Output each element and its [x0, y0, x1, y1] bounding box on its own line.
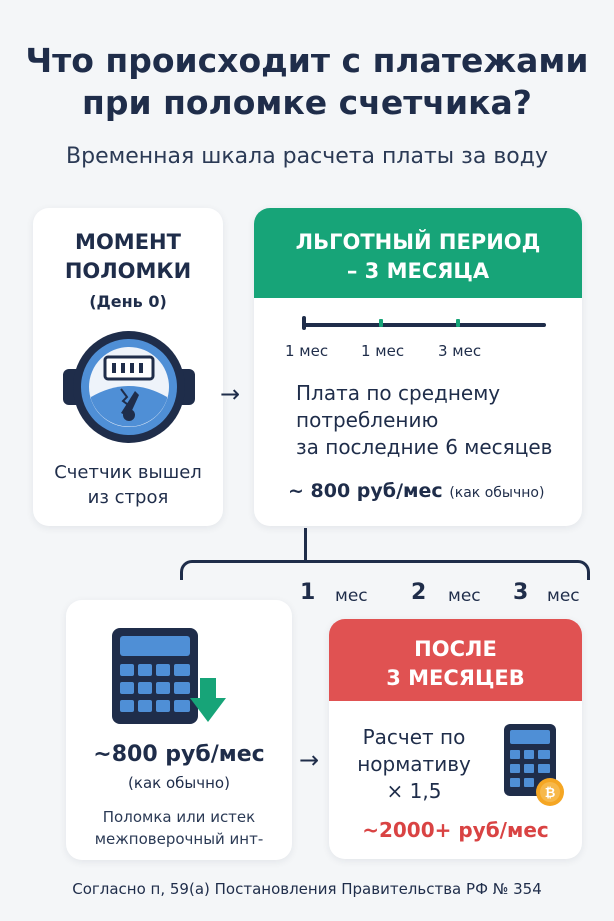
month-unit: мес — [448, 586, 481, 606]
month-number: 3 — [513, 580, 529, 605]
footer-legal-reference: Согласно п, 59(а) Постановления Правител… — [72, 880, 542, 898]
month-bracket — [180, 560, 590, 580]
breakdown-description: Счетчик вышел из строя — [54, 462, 202, 508]
timeline-label: 1 мес — [285, 342, 329, 360]
arrow-right-icon: → — [299, 746, 320, 774]
timeline-tick — [379, 319, 383, 327]
month-unit: мес — [335, 586, 368, 606]
timeline-tick — [456, 319, 460, 327]
average-payment-description: Поломка или истек межповерочный инт- — [94, 808, 264, 848]
average-payment-price: ~800 руб/мес — [93, 742, 265, 767]
timeline-start-tick — [302, 316, 306, 330]
water-meter-icon — [59, 327, 199, 451]
after-period-title: ПОСЛЕ 3 МЕСЯЦЕВ — [386, 637, 525, 690]
breakdown-title: МОМЕНТ ПОЛОМКИ — [64, 230, 192, 283]
calculator-download-icon — [110, 626, 230, 734]
grace-period-description: Плата по среднему потреблению за последн… — [296, 381, 553, 459]
breakdown-day: (День 0) — [89, 292, 167, 311]
timeline-label: 3 мес — [438, 342, 482, 360]
after-period-header — [329, 619, 582, 701]
grace-period-price: ~ 800 руб/мес (как обычно) — [288, 480, 545, 502]
page-subtitle: Временная шкала расчета платы за воду — [66, 144, 548, 169]
bracket-stem — [304, 528, 307, 562]
calculator-coin-icon: ₿ — [502, 722, 568, 812]
grace-period-header — [254, 208, 582, 298]
after-period-price: ~2000+ руб/мес — [362, 818, 549, 842]
grace-period-title: ЛЬГОТНЫЙ ПЕРИОД – 3 МЕСЯЦА — [295, 230, 541, 283]
month-number: 1 — [300, 580, 316, 605]
arrow-right-icon: → — [220, 380, 241, 408]
timeline-label: 1 мес — [361, 342, 405, 360]
grace-timeline — [302, 323, 546, 327]
page-title: Что происходит с платежами при поломке с… — [25, 41, 589, 122]
svg-text:₿: ₿ — [545, 786, 556, 801]
month-number: 2 — [411, 580, 427, 605]
after-period-description: Расчет по нормативу × 1,5 — [357, 725, 471, 803]
month-unit: мес — [547, 586, 580, 606]
average-payment-note: (как обычно) — [128, 774, 230, 792]
